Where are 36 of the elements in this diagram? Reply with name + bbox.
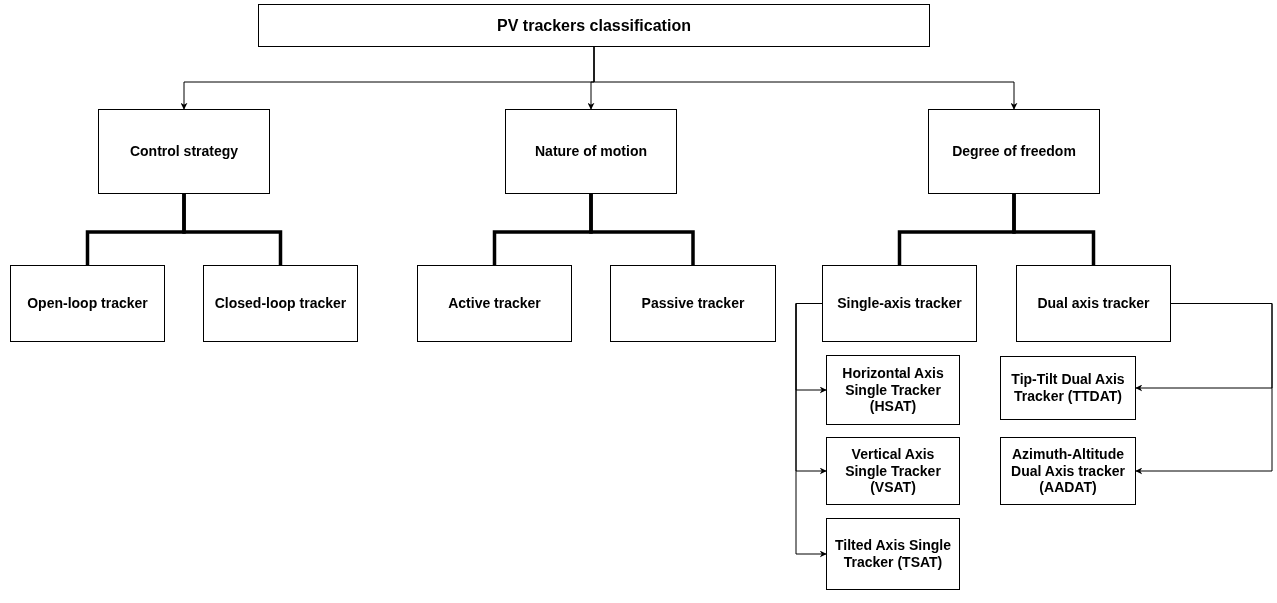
category-box	[203, 265, 358, 342]
arrow	[1135, 303, 1273, 475]
category-box	[822, 265, 977, 342]
category-box	[1000, 356, 1136, 420]
category-box	[826, 518, 960, 590]
connector-line	[1012, 194, 1096, 265]
category-box	[928, 109, 1100, 194]
box-label: Tip-Tilt Dual Axis Tracker (TTDAT)	[1010, 371, 1126, 405]
box-label: Active tracker	[448, 295, 541, 312]
box-label: Degree of freedom	[952, 143, 1076, 160]
box-label: Nature of motion	[535, 143, 647, 160]
arrow	[593, 46, 1018, 110]
box-label: Dual axis tracker	[1037, 295, 1150, 312]
box-label: Horizontal Axis Single Tracker (HSAT)	[841, 364, 945, 416]
category-box	[1016, 265, 1171, 342]
connector-line	[589, 194, 695, 265]
category-box	[1000, 437, 1136, 505]
category-box	[826, 355, 960, 425]
category-box	[417, 265, 572, 342]
box-label: Single-axis tracker	[837, 295, 962, 312]
connector-line	[182, 194, 283, 265]
box-label: Tilted Axis Single Tracker (TSAT)	[834, 537, 952, 571]
category-box	[10, 265, 165, 342]
category-box	[258, 4, 930, 47]
box-label: Control strategy	[129, 143, 239, 160]
box-label: Azimuth-Altitude Dual Axis tracker (AADAT)	[1010, 445, 1126, 497]
category-box	[98, 109, 270, 194]
box-label: PV trackers classification	[497, 15, 691, 36]
box-label: Closed-loop tracker	[214, 295, 347, 312]
box-label: Passive tracker	[641, 295, 745, 312]
box-label: Vertical Axis Single Tracker (VSAT)	[844, 445, 942, 497]
arrow	[795, 303, 827, 558]
category-box	[826, 437, 960, 505]
box-label: Open-loop tracker	[27, 295, 148, 312]
category-box	[505, 109, 677, 194]
category-box	[610, 265, 776, 342]
